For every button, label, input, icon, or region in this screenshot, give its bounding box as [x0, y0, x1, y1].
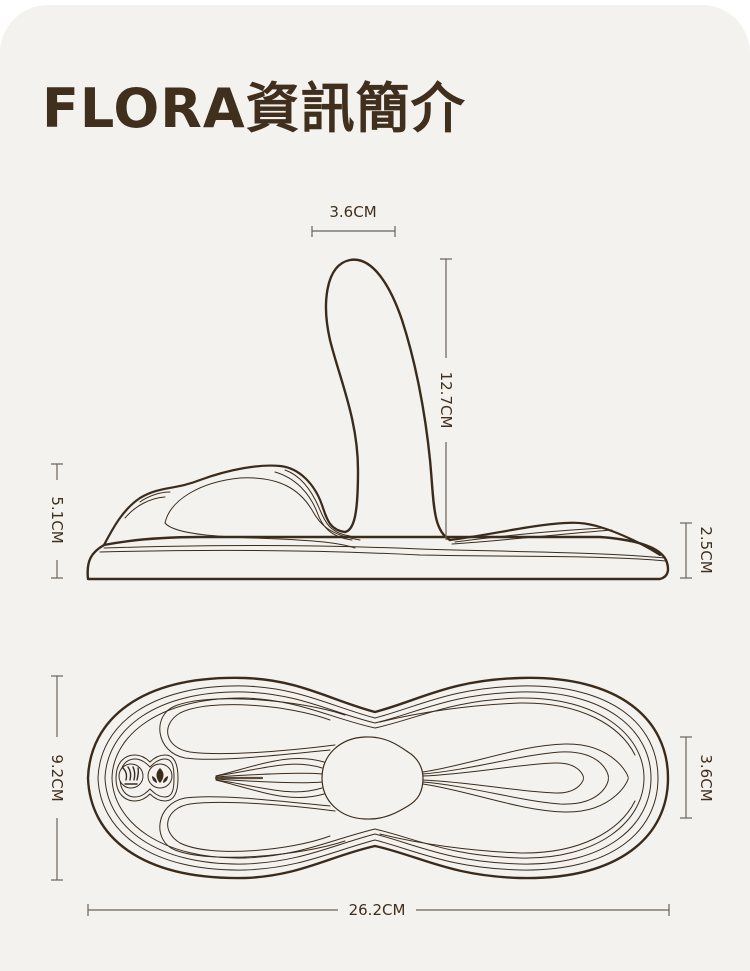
page-title: FLORA資訊簡介 — [42, 77, 466, 140]
body-length-label: 26.2CM — [344, 901, 410, 919]
side-view-drawing — [86, 258, 670, 581]
button-cluster — [115, 754, 179, 802]
shaft-height-label: 12.7CM — [437, 367, 455, 433]
top-view-dimension-lines — [51, 675, 692, 916]
flame-button[interactable] — [147, 763, 173, 789]
top-view-drawing — [86, 676, 670, 880]
brand-logo-button[interactable] — [118, 763, 144, 789]
flame-icon — [152, 768, 168, 783]
body-width-label: 9.2CM — [48, 750, 66, 806]
shaft-width-label: 3.6CM — [325, 203, 381, 221]
brand-logo-icon — [122, 766, 140, 785]
product-info-card — [0, 5, 750, 971]
base-height-label: 2.5CM — [697, 526, 715, 574]
total-height-label: 5.1CM — [48, 492, 66, 548]
end-width-label: 3.6CM — [697, 754, 715, 802]
side-view-dimension-lines — [51, 226, 692, 579]
